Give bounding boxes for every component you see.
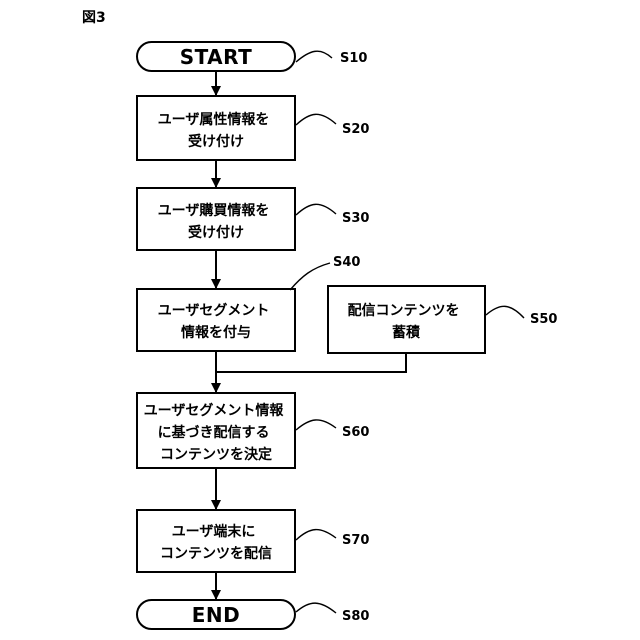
step-box-s20-line-2: 受け付け	[188, 133, 244, 150]
step-label-s60: S60	[342, 425, 369, 440]
step-label-s40: S40	[333, 255, 360, 270]
step-box-s50	[328, 286, 485, 353]
step-label-s10: S10	[340, 51, 367, 66]
step-box-s50-line-2: 蓄積	[392, 324, 421, 341]
step-box-s20	[137, 96, 295, 160]
step-box-s30-line-1: ユーザ購買情報を	[158, 202, 270, 219]
step-label-s50: S50	[530, 312, 557, 327]
end-label: END	[192, 603, 241, 627]
step-box-s70-line-2: コンテンツを配信	[160, 545, 272, 562]
step-box-s60-line-2: に基づき配信する	[158, 424, 270, 441]
step-box-s40-line-2: 情報を付与	[181, 324, 251, 341]
step-box-s60-text: ユーザセグメント情報 に基づき配信する コンテンツを決定	[144, 402, 289, 463]
step-box-s60-line-3: コンテンツを決定	[160, 446, 272, 463]
leader-s50	[486, 306, 524, 318]
step-box-s60-line-1: ユーザセグメント情報	[144, 402, 285, 419]
step-label-s70: S70	[342, 533, 369, 548]
step-box-s20-line-1: ユーザ属性情報を	[158, 111, 270, 128]
figure-label: 図3	[82, 10, 106, 26]
leader-s80	[296, 603, 336, 613]
start-label: START	[180, 45, 253, 69]
leader-s70	[296, 530, 336, 540]
leader-s40	[290, 263, 330, 290]
step-label-s20: S20	[342, 122, 369, 137]
step-box-s70-line-1: ユーザ端末に	[172, 523, 256, 540]
leader-s10	[296, 51, 332, 62]
leader-s20	[296, 114, 336, 125]
line-s50-to-merge	[216, 353, 406, 372]
step-box-s70	[137, 510, 295, 572]
step-box-s40-line-1: ユーザセグメント	[158, 302, 270, 319]
leader-s30	[296, 204, 336, 215]
step-box-s30-line-2: 受け付け	[188, 224, 244, 241]
step-label-s30: S30	[342, 211, 369, 226]
step-box-s50-line-1: 配信コンテンツを	[348, 302, 460, 319]
step-label-s80: S80	[342, 609, 369, 624]
step-box-s40	[137, 289, 295, 351]
leader-s60	[296, 420, 336, 430]
